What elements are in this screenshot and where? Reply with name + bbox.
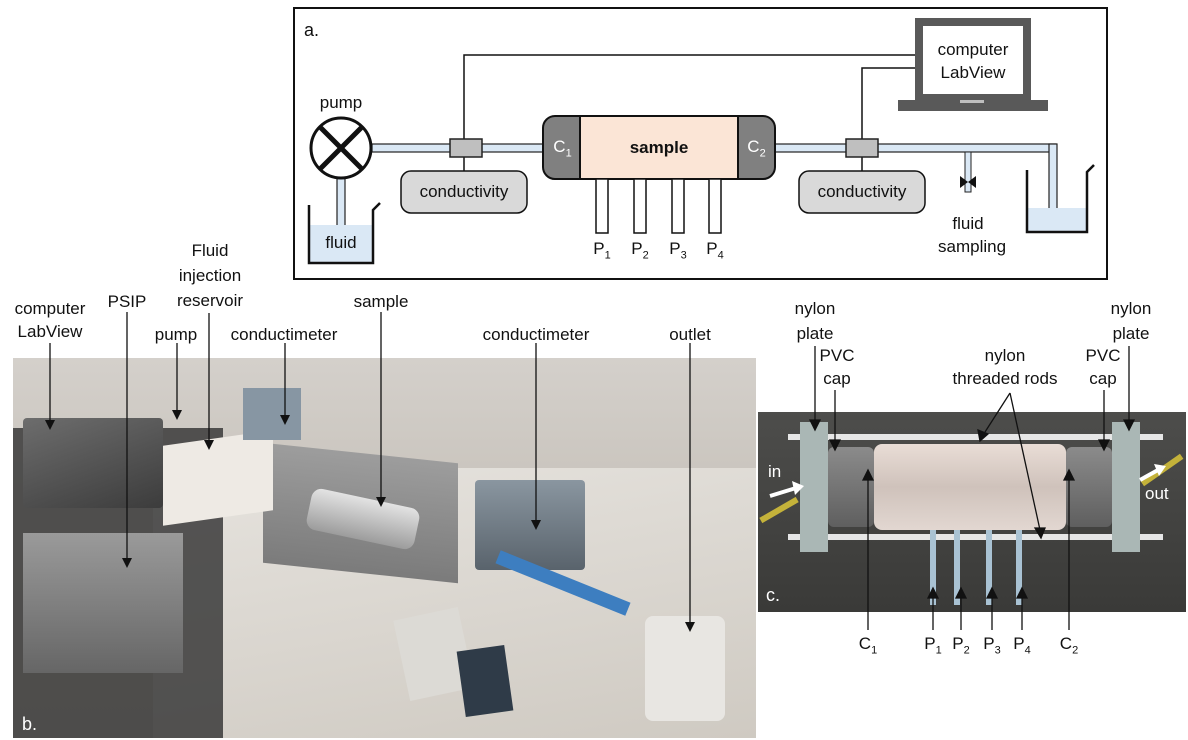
c-pvc-left-line2: cap (823, 369, 851, 388)
c-rods-line2: threaded rods (952, 369, 1058, 388)
c-pvc-left-line1: PVC (819, 346, 855, 365)
laptop-photo (23, 418, 163, 508)
electrode-tube-4 (1016, 530, 1022, 605)
port-p2 (633, 178, 647, 234)
b-conductimeter-left-label: conductimeter (230, 325, 338, 344)
port-label-p3: P3 (669, 239, 687, 262)
c-in-label: in (768, 462, 782, 481)
pipe-sampling-branch (964, 151, 972, 193)
c-bottom-label-p4: P4 (1013, 634, 1031, 657)
b-computer-label-line1: computer (14, 299, 86, 318)
sample-column (542, 115, 776, 180)
c-rods-line1: nylon (984, 346, 1026, 365)
electrode-tube-2 (954, 530, 960, 605)
wire-left-conductivity-to-computer (463, 54, 917, 142)
b-conductimeter-right-label: conductimeter (482, 325, 590, 344)
nylon-plate-left (800, 422, 828, 552)
in-flow-arrow (769, 486, 797, 498)
b-pump-label: pump (154, 325, 198, 344)
c-bottom-label-p3: P3 (983, 634, 1001, 657)
panel-c-photo (758, 412, 1186, 612)
threaded-rod-top (788, 434, 1163, 440)
port-label-p1: P1 (593, 239, 611, 262)
flow-cell-left (449, 138, 483, 158)
c-nylon-plate-left-line2: plate (796, 324, 834, 343)
conductivity-box-left (400, 170, 528, 214)
fluid-sampling-label-line2: sampling (938, 237, 1007, 256)
b-sample-label: sample (353, 292, 409, 311)
cap-c2-label: C2 (747, 137, 766, 160)
pvc-cap-left (828, 447, 874, 527)
conductivity-box-right (798, 170, 926, 214)
pump-icon (309, 116, 373, 180)
conductimeter-right-photo (475, 480, 585, 570)
conductimeter-left-photo (243, 388, 301, 440)
c-nylon-plate-left-line1: nylon (794, 299, 836, 318)
panel-a-letter: a. (304, 20, 320, 40)
panel-c-letter: c. (766, 585, 781, 605)
c-bottom-label-c1: C1 (858, 634, 878, 657)
fluid-reservoir-icon (307, 202, 381, 265)
pump-label: pump (319, 93, 363, 112)
port-p4 (708, 178, 722, 234)
port-p3 (671, 178, 685, 234)
computer-label-line2: LabView (940, 63, 1006, 82)
panel-a-schematic (293, 7, 1108, 280)
c-bottom-label-p2: P2 (952, 634, 970, 657)
outlet-beaker-icon (1025, 164, 1095, 234)
wire-right-conductivity-to-computer (861, 67, 917, 142)
c-bottom-label-c2: C2 (1059, 634, 1079, 657)
c-arrow-rods-bottom (1009, 392, 1041, 531)
fluid-label: fluid (325, 233, 357, 252)
c-pvc-right-line1: PVC (1085, 346, 1121, 365)
cap-c1-label: C1 (553, 137, 572, 160)
conductivity-left-label: conductivity (419, 182, 509, 201)
pvc-cap-right (1066, 447, 1112, 527)
valve-icon (960, 176, 976, 188)
conductivity-right-label: conductivity (817, 182, 907, 201)
out-flow-arrow (1139, 468, 1159, 482)
electrode-tube-1 (930, 530, 936, 605)
sample-label: sample (629, 138, 689, 157)
psip-instrument (23, 533, 183, 673)
port-p1 (595, 178, 609, 234)
c-nylon-plate-right-line2: plate (1112, 324, 1150, 343)
b-fluid-label-line3: reservoir (176, 291, 244, 310)
port-label-p4: P4 (706, 239, 724, 262)
sample-core-photo (874, 444, 1066, 530)
electrode-tube-3 (986, 530, 992, 605)
b-psip-label: PSIP (107, 292, 147, 311)
c-out-label: out (1145, 484, 1169, 503)
threaded-rod-bottom (788, 534, 1163, 540)
panel-b-photo (13, 358, 756, 738)
flow-cell-right (845, 138, 879, 158)
b-outlet-label: outlet (669, 325, 711, 344)
panel-b-letter: b. (22, 714, 38, 734)
nylon-plate-right (1112, 422, 1140, 552)
c-nylon-plate-right-line1: nylon (1110, 299, 1152, 318)
b-fluid-label-line1: Fluid (191, 241, 229, 260)
b-computer-label-line2: LabView (17, 322, 83, 341)
potential-ports (595, 178, 722, 234)
b-fluid-label-line2: injection (178, 266, 242, 285)
laptop-icon (898, 18, 1048, 111)
outlet-container-photo (645, 616, 725, 721)
computer-label-line1: computer (937, 40, 1009, 59)
panel-a-drawing (307, 18, 1095, 265)
port-label-p2: P2 (631, 239, 649, 262)
c-pvc-right-line2: cap (1089, 369, 1117, 388)
fluid-sampling-label-line1: fluid (952, 214, 984, 233)
c-arrow-rods-top (984, 392, 1011, 433)
c-bottom-label-p1: P1 (924, 634, 942, 657)
